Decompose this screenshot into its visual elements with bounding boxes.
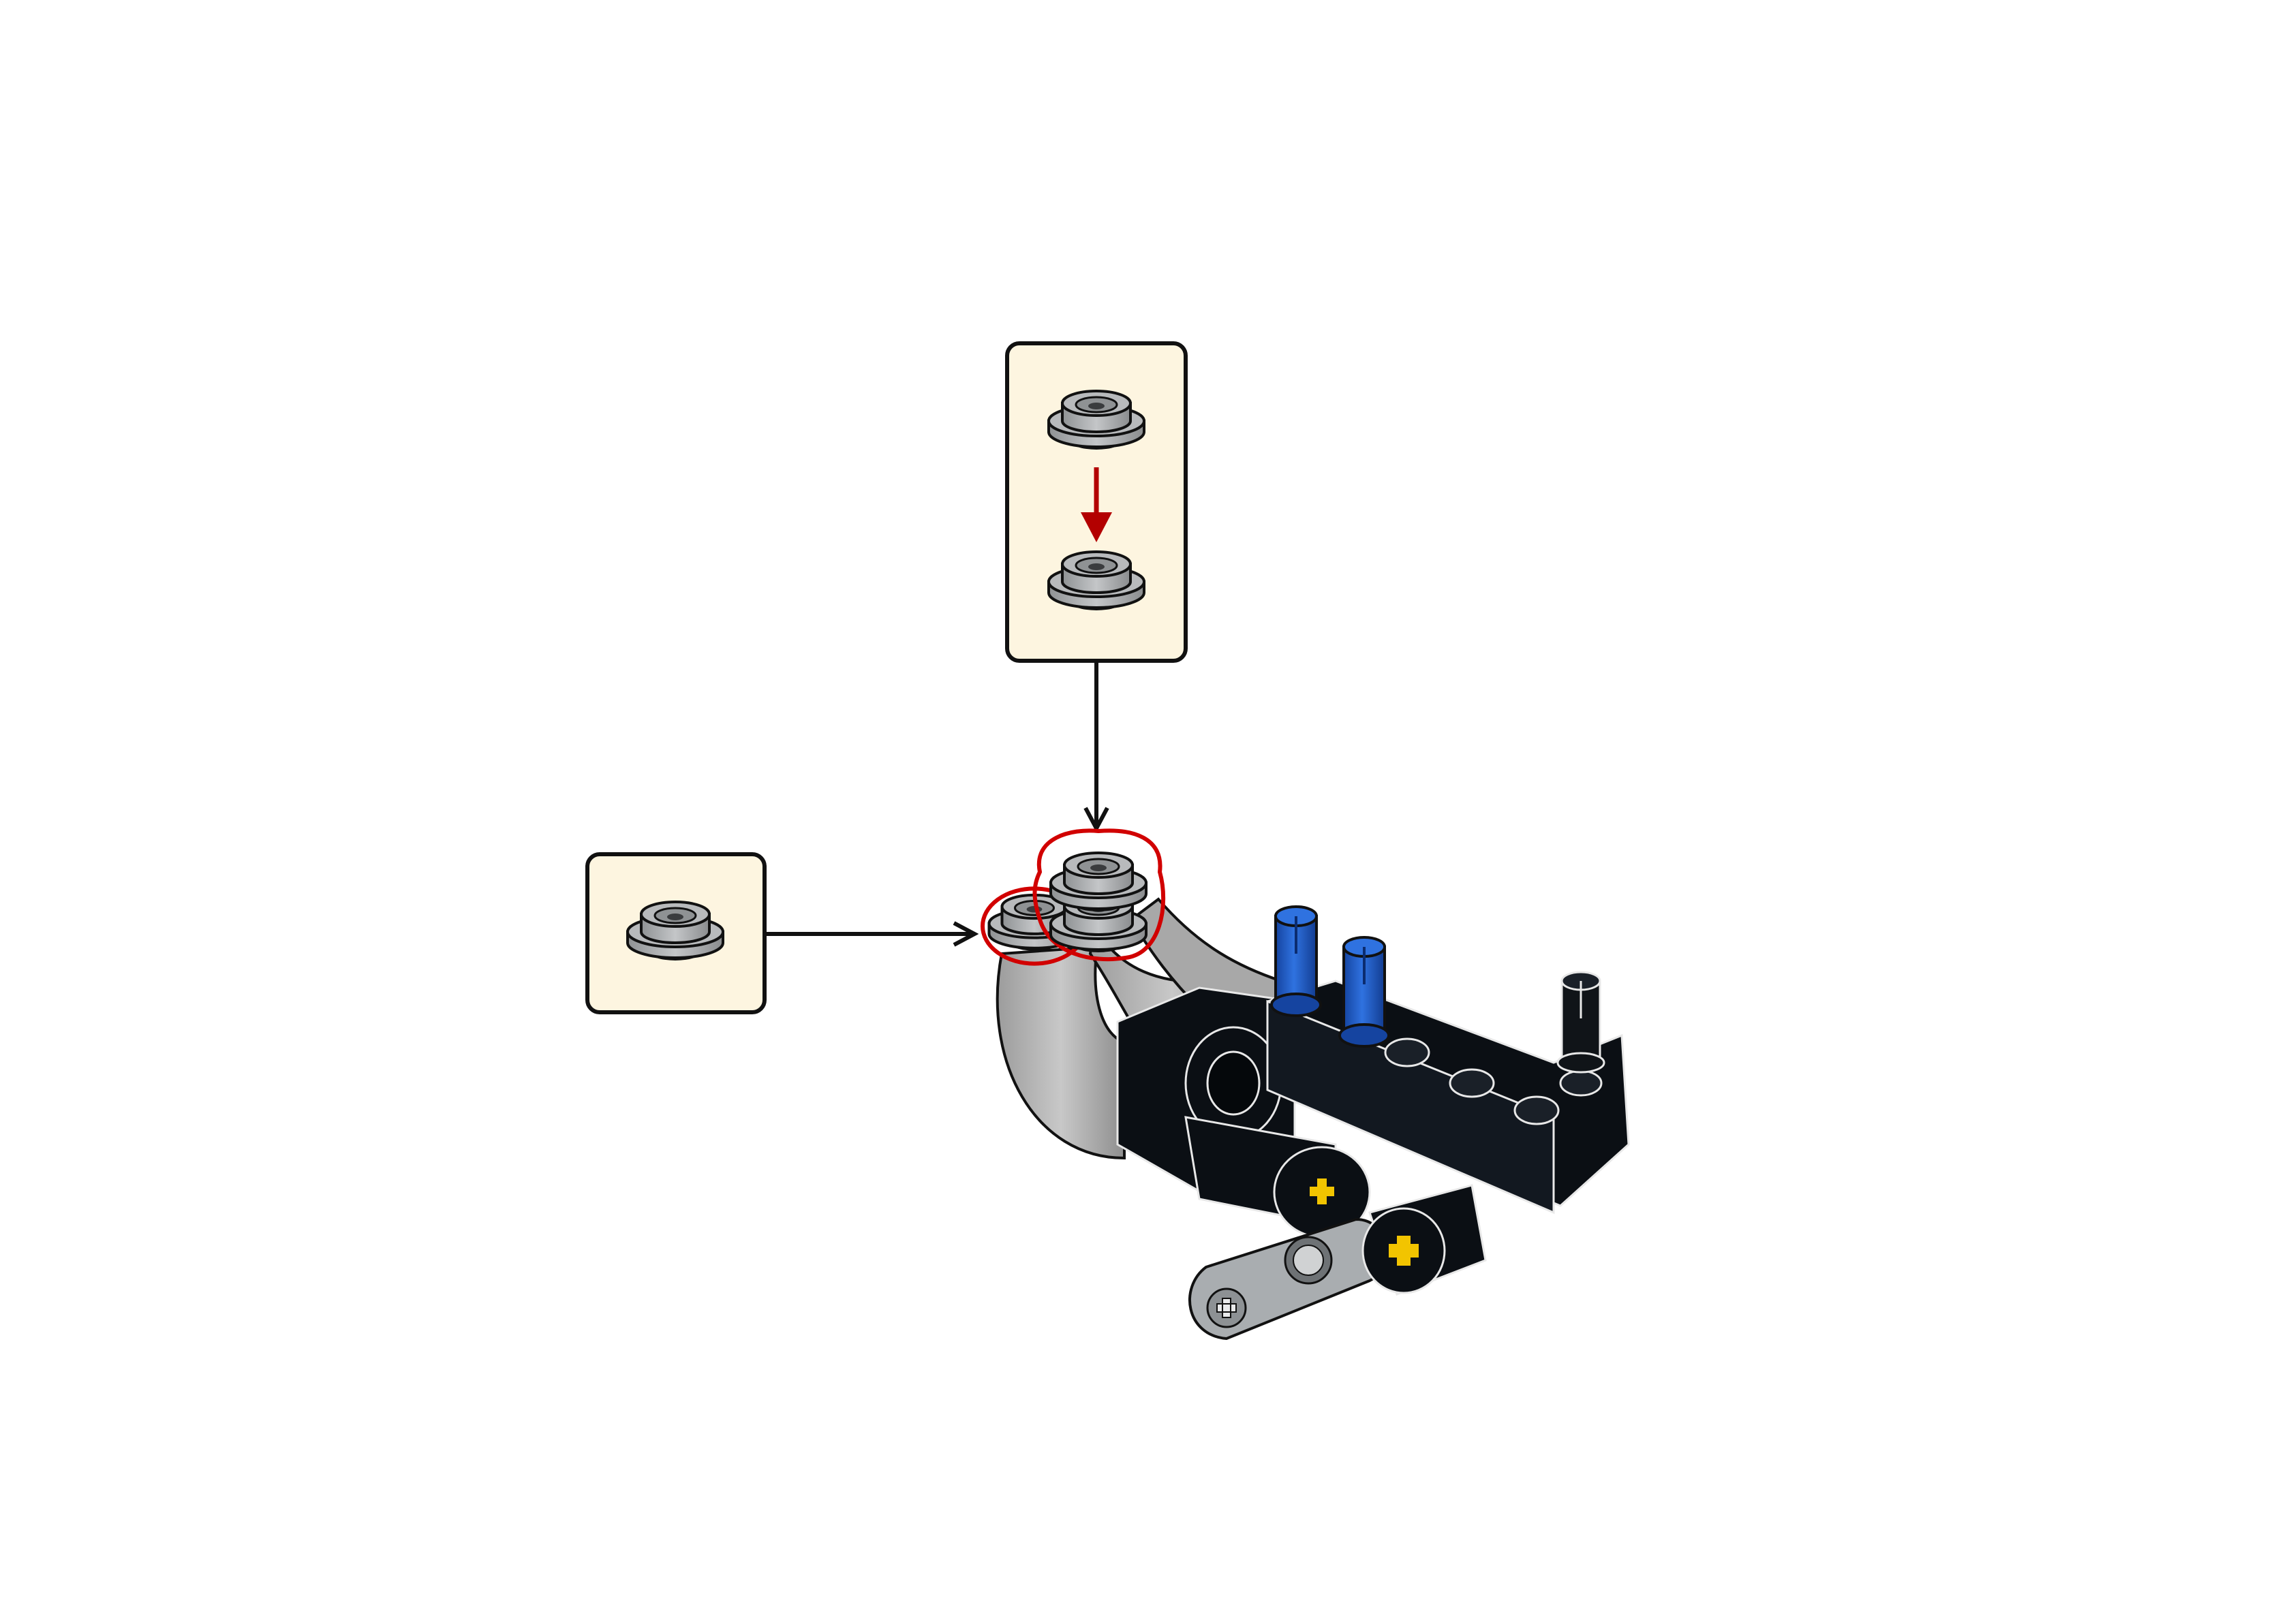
- callout-inner-arrow-head: [1081, 512, 1112, 542]
- blue-pin: [1338, 936, 1390, 1048]
- axle-cross-icon: [1310, 1178, 1334, 1204]
- new-bush-part-highlighted: [1032, 828, 1166, 962]
- gray-liftarm: [1188, 1217, 1388, 1341]
- blue-pin: [1270, 905, 1322, 1017]
- bush-part: [1047, 390, 1145, 450]
- assembly-model: [981, 828, 1630, 1341]
- black-pin: [1556, 971, 1605, 1074]
- frame-block: [1116, 986, 1371, 1238]
- bush-part: [1047, 550, 1145, 610]
- placement-arrows: [765, 662, 1096, 934]
- bush-part: [626, 901, 724, 961]
- callout-top: [1005, 341, 1188, 663]
- axle-cross-icon: [1389, 1236, 1419, 1266]
- axle-hole-icon: [1216, 1298, 1237, 1318]
- axle-connector: [1361, 1184, 1487, 1296]
- flex-hose: [996, 897, 1282, 1160]
- callout-left: [585, 852, 767, 1014]
